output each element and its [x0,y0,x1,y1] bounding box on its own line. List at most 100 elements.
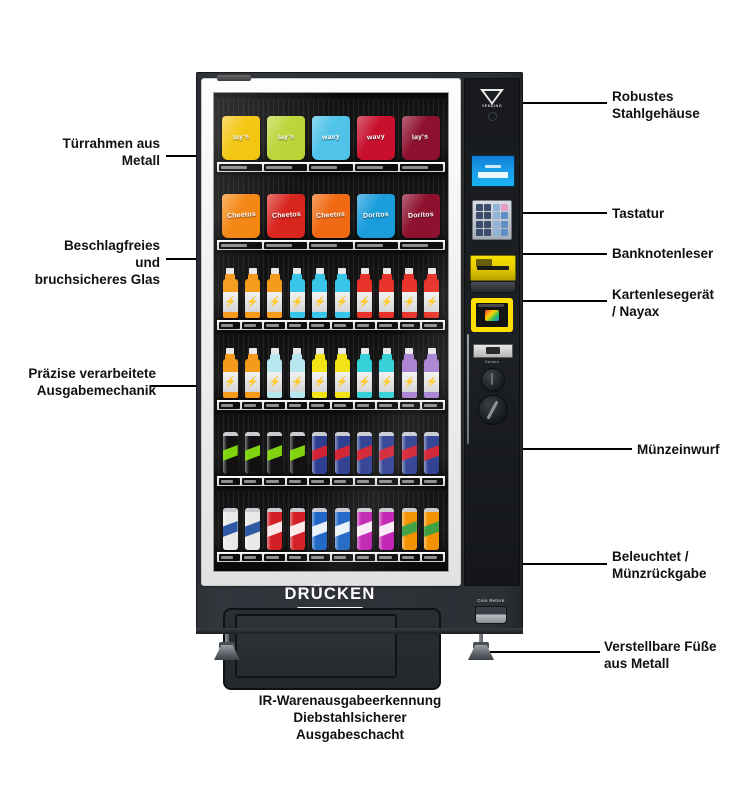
price-tag[interactable] [422,554,443,561]
product-item[interactable] [245,432,261,474]
product-item[interactable] [357,508,373,550]
glass-door-frame[interactable]: lay's lay's wavy wavy lay's [201,75,461,586]
product-item[interactable] [245,508,261,550]
product-item[interactable] [424,508,440,550]
price-tag[interactable] [219,164,263,171]
product-item[interactable]: ⚡ [334,348,350,398]
keypad-key[interactable] [484,229,492,236]
product-item[interactable]: ⚡ [424,268,440,318]
keypad-key[interactable] [492,220,500,228]
product-item[interactable]: ⚡ [401,348,417,398]
keypad-key[interactable] [492,229,500,236]
keypad-key[interactable] [492,212,500,220]
price-tag[interactable] [264,164,308,171]
product-item[interactable] [289,508,305,550]
product-item[interactable] [222,508,238,550]
price-tag[interactable] [399,164,444,171]
price-tag[interactable] [377,322,398,329]
product-item[interactable]: wavy [356,116,395,160]
door-handle[interactable] [217,75,251,81]
product-item[interactable] [222,432,238,474]
price-tag[interactable] [377,478,398,485]
price-tag[interactable] [422,322,443,329]
product-item[interactable]: ⚡ [289,348,305,398]
price-tag[interactable] [399,402,421,409]
price-tag[interactable] [331,322,353,329]
price-tag[interactable] [286,554,308,561]
price-tag[interactable] [241,402,263,409]
price-tag[interactable] [264,554,285,561]
price-tag[interactable] [399,478,421,485]
product-item[interactable]: Doritos [356,194,395,238]
price-tag[interactable] [331,554,353,561]
price-tag[interactable] [377,402,398,409]
price-tag[interactable] [286,402,308,409]
product-item[interactable] [401,508,417,550]
product-item[interactable]: ⚡ [245,348,261,398]
bill-slot[interactable] [477,266,509,270]
product-item[interactable] [401,432,417,474]
card-reader-nayax[interactable] [471,298,513,332]
product-item[interactable]: lay's [401,116,440,160]
price-tag[interactable] [219,402,240,409]
price-tag[interactable] [309,478,330,485]
product-item[interactable]: ⚡ [379,268,395,318]
keypad-key[interactable] [501,220,508,228]
product-item[interactable] [424,432,440,474]
keypad-key[interactable] [476,204,483,211]
keypad-key[interactable] [484,204,492,211]
product-item[interactable]: lay's [267,116,306,160]
price-tag[interactable] [377,554,398,561]
price-tag[interactable] [399,242,444,249]
product-item[interactable] [357,432,373,474]
keypad-key[interactable] [476,229,483,236]
price-tag[interactable] [331,402,353,409]
product-item[interactable]: ⚡ [267,268,283,318]
product-item[interactable]: ⚡ [267,348,283,398]
product-item[interactable]: ⚡ [334,268,350,318]
product-item[interactable]: ⚡ [357,268,373,318]
coin-adjust-knob[interactable] [481,368,505,392]
price-tag[interactable] [219,554,240,561]
product-item[interactable]: Cheetos [311,194,350,238]
price-tag[interactable] [264,322,285,329]
product-item[interactable]: ⚡ [312,268,328,318]
product-item[interactable]: Doritos [401,194,440,238]
price-tag[interactable] [309,554,330,561]
price-tag[interactable] [354,478,376,485]
price-tag[interactable] [331,478,353,485]
keypad-key[interactable] [501,229,508,236]
price-tag[interactable] [399,322,421,329]
product-item[interactable]: ⚡ [424,348,440,398]
price-tag[interactable] [354,554,376,561]
keypad-key[interactable] [501,212,508,220]
product-item[interactable]: lay's [222,116,261,160]
price-tag[interactable] [422,402,443,409]
keypad-key[interactable] [484,220,492,228]
product-item[interactable]: Cheetos [267,194,306,238]
keypad-key[interactable] [484,212,492,220]
product-item[interactable] [379,432,395,474]
price-tag[interactable] [422,478,443,485]
price-tag[interactable] [286,478,308,485]
product-item[interactable]: wavy [311,116,350,160]
price-tag[interactable] [399,554,421,561]
price-tag[interactable] [309,164,353,171]
coin-return-cup[interactable] [475,606,507,624]
product-item[interactable]: ⚡ [289,268,305,318]
product-item[interactable]: ⚡ [379,348,395,398]
price-tag[interactable] [354,242,398,249]
product-item[interactable] [312,508,328,550]
price-tag[interactable] [241,554,263,561]
keypad-key[interactable] [476,212,483,220]
price-tag[interactable] [264,242,308,249]
price-tag[interactable] [219,322,240,329]
price-tag[interactable] [241,322,263,329]
price-tag[interactable] [264,478,285,485]
product-item[interactable]: ⚡ [312,348,328,398]
keypad[interactable] [472,200,512,240]
price-tag[interactable] [354,402,376,409]
price-tag[interactable] [219,478,240,485]
product-item[interactable] [267,432,283,474]
product-item[interactable]: ⚡ [245,268,261,318]
